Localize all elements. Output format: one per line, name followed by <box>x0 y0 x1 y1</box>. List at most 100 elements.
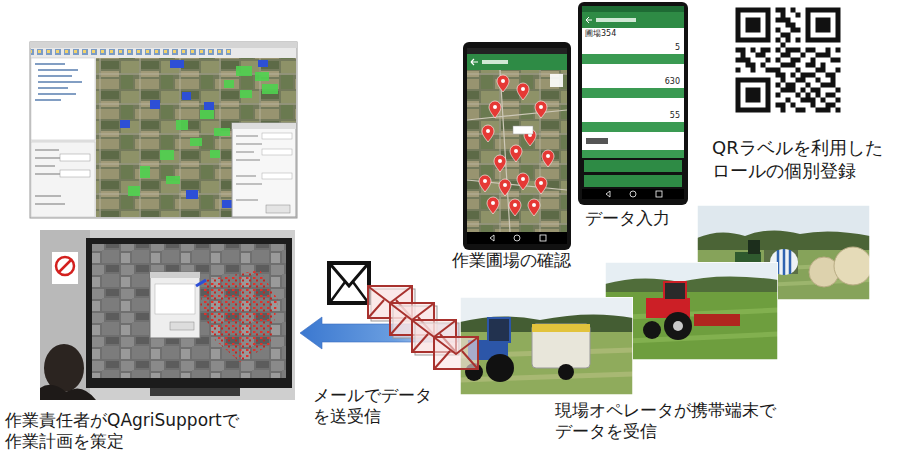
gis-screenshot <box>182 92 191 100</box>
form-phone <box>578 2 688 205</box>
sent-mail-icon <box>368 286 478 369</box>
mail-icon <box>331 282 367 301</box>
form-phone <box>582 150 684 158</box>
office-photo <box>56 257 74 275</box>
baling-photo <box>460 297 633 395</box>
gis-screenshot <box>150 100 160 109</box>
caption-text: 作業責任者がQAgriSupportで 作業計画を策定 <box>5 410 241 453</box>
mail-icon <box>329 263 369 303</box>
map-phone <box>517 83 529 100</box>
form-phone <box>582 132 684 150</box>
form-phone <box>582 88 684 98</box>
bale-wrapping-photo <box>748 240 760 254</box>
map-phone <box>467 54 567 70</box>
gis-screenshot <box>266 205 290 213</box>
form-phone <box>630 191 636 197</box>
mowing-photo <box>673 321 683 331</box>
gis-screenshot <box>120 120 130 128</box>
label-holder: 圃場354 <box>585 29 645 39</box>
form-phone <box>584 175 682 187</box>
label-holder: メールでデータ を送受信 <box>313 385 434 428</box>
form-phone <box>586 138 608 144</box>
form-phone <box>582 28 684 54</box>
qr-code <box>733 5 843 115</box>
map-phone <box>467 232 567 244</box>
office-photo <box>196 280 206 286</box>
office-photo <box>92 244 286 378</box>
caption-text: 作業圃場の確認 <box>452 250 573 271</box>
label-holder: 630 <box>600 77 680 87</box>
map-phone <box>517 173 529 190</box>
gis-screenshot <box>60 170 90 177</box>
edge-label: メールでデータ を送受信 <box>313 385 434 428</box>
map-phone <box>514 235 520 241</box>
gis-screenshot <box>30 42 297 218</box>
map-phone <box>499 179 511 196</box>
map-phone <box>463 42 571 250</box>
gis-screenshot <box>176 120 188 130</box>
map-phone <box>540 235 546 241</box>
map-phone <box>471 59 478 65</box>
office-photo <box>150 388 240 396</box>
map-phone <box>535 177 547 194</box>
form-phone <box>582 54 684 64</box>
gis-screenshot <box>35 64 82 100</box>
screen-value: 55 <box>600 111 680 121</box>
gis-screenshot <box>262 84 278 94</box>
map-phone <box>482 125 494 142</box>
gis-screenshot <box>128 186 140 196</box>
gis-screenshot <box>190 138 202 146</box>
gis-screenshot <box>232 123 296 129</box>
screen-value: 圃場354 <box>585 29 645 39</box>
qr-code <box>736 8 841 113</box>
gis-screenshot <box>186 190 198 199</box>
bale-wrapping-photo <box>834 247 870 285</box>
gis-screenshot <box>31 58 95 140</box>
gis-screenshot <box>140 166 150 178</box>
map-phone <box>467 70 567 232</box>
gis-screenshot <box>30 42 297 218</box>
baling-photo <box>488 318 510 342</box>
qr-code <box>733 5 843 115</box>
qr-code <box>736 8 841 113</box>
form-phone <box>582 122 684 132</box>
form-phone <box>578 2 688 205</box>
form-phone <box>586 17 592 23</box>
bale-wrapping-photo <box>778 249 790 275</box>
sent-mail-icon <box>435 338 477 368</box>
gis-screenshot <box>236 66 252 76</box>
form-phone <box>656 191 662 197</box>
caption-text: 現場オペレータが携帯端末で データを受信 <box>555 400 778 443</box>
form-phone <box>584 160 682 172</box>
map-phone <box>497 75 509 92</box>
office-photo <box>155 284 195 314</box>
map-phone <box>467 70 567 232</box>
gis-screenshot <box>224 80 234 88</box>
map-phone <box>463 42 571 250</box>
mail-icon <box>331 265 367 286</box>
map-phone <box>479 175 491 192</box>
label-holder: 5 <box>600 43 680 53</box>
qr-code <box>806 8 841 43</box>
screen-value: 5 <box>600 43 680 53</box>
form-phone <box>582 98 684 122</box>
image-panel: 現場オペレータが携帯端末で データを受信 <box>458 203 874 451</box>
gis-screenshot <box>262 149 292 155</box>
caption-text: データ入力 <box>585 208 672 229</box>
office-photo <box>150 272 200 338</box>
map-phone <box>482 60 508 64</box>
baling-photo <box>558 364 574 380</box>
gis-screenshot <box>258 60 268 67</box>
baling-photo <box>486 354 514 382</box>
office-photo <box>86 238 292 388</box>
form-phone <box>596 18 636 22</box>
gis-screenshot <box>262 173 292 179</box>
map-phone <box>487 197 499 214</box>
office-photo <box>40 230 295 400</box>
gis-screenshot <box>204 102 214 110</box>
